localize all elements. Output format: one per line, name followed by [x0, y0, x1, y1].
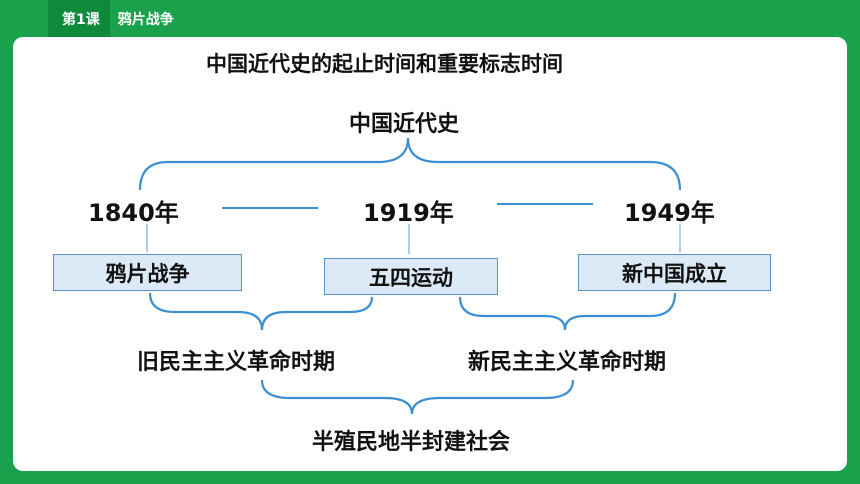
event-box-may-fourth: 五四运动	[324, 258, 498, 295]
year-1949: 1949年	[624, 199, 715, 227]
period-new-democratic: 新民主主义革命时期	[468, 350, 667, 375]
period-old-democratic: 旧民主主义革命时期	[137, 350, 336, 375]
brace-old-democratic	[148, 292, 374, 331]
diagram-title: 中国近代史的起止时间和重要标志时间	[206, 52, 563, 76]
year-1840: 1840年	[88, 199, 179, 227]
year-1919: 1919年	[363, 199, 454, 227]
brace-new-democratic	[458, 292, 677, 331]
event-box-prc-founding: 新中国成立	[578, 254, 771, 291]
lesson-number: 第1课	[48, 0, 110, 37]
brace-society	[260, 379, 575, 415]
event-box-opium-war: 鸦片战争	[53, 254, 242, 291]
lesson-tab: 第1课 鸦片战争	[48, 0, 182, 37]
lesson-title: 鸦片战争	[117, 11, 174, 28]
root-label: 中国近代史	[349, 112, 460, 137]
society-label: 半殖民地半封建社会	[312, 430, 511, 455]
top-brace	[138, 137, 682, 191]
